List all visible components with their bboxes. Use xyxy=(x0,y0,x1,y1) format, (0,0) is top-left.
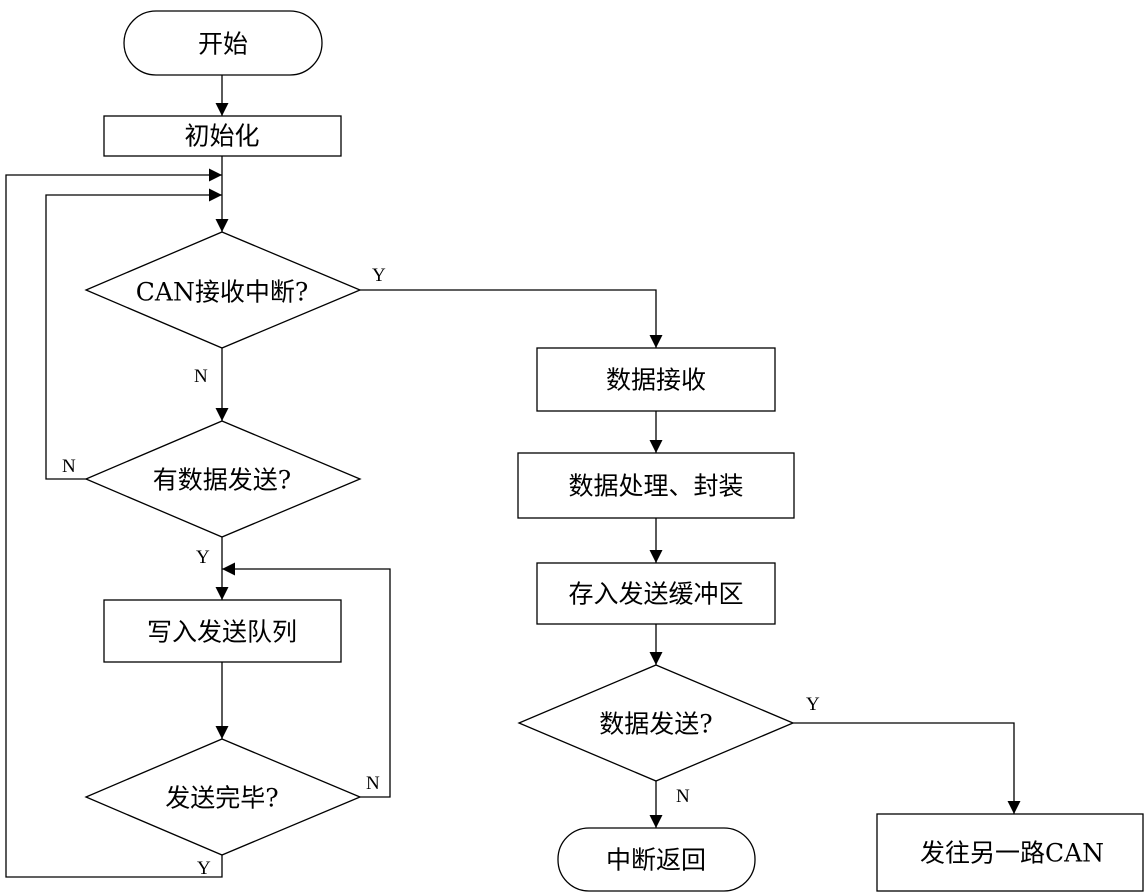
edge-send-check-yes xyxy=(793,722,1021,814)
has-data-label: 有数据发送? xyxy=(153,466,291,495)
data-send-label: 数据发送? xyxy=(599,710,712,739)
edge-send-done-yes-loop xyxy=(5,168,223,878)
store-buffer-box: 存入发送缓冲区 xyxy=(536,562,776,625)
send-done-no-label: N xyxy=(366,773,380,794)
return-terminal: 中断返回 xyxy=(557,827,756,892)
data-send-yes-label: Y xyxy=(806,694,820,715)
data-send-decision: 数据发送? xyxy=(517,664,795,782)
has-data-no-label: N xyxy=(62,456,76,477)
data-rx-box: 数据接收 xyxy=(536,347,776,412)
can-rx-label: CAN接收中断? xyxy=(136,278,308,307)
can-rx-decision: CAN接收中断? xyxy=(84,231,362,349)
can-rx-yes-label: Y xyxy=(372,265,386,286)
can-rx-no-label: N xyxy=(194,366,208,387)
start-label: 开始 xyxy=(198,30,248,59)
process-pack-box: 数据处理、封装 xyxy=(517,452,795,519)
write-queue-label: 写入发送队列 xyxy=(147,618,297,647)
init-label: 初始化 xyxy=(184,122,259,151)
has-data-yes-label: Y xyxy=(196,547,210,568)
send-done-label: 发送完毕? xyxy=(165,784,278,813)
data-rx-label: 数据接收 xyxy=(606,366,706,395)
send-other-can-label: 发往另一路CAN xyxy=(920,839,1104,868)
init-box: 初始化 xyxy=(103,115,342,157)
send-done-yes-label: Y xyxy=(197,858,211,879)
send-other-can-box: 发往另一路CAN xyxy=(876,813,1144,892)
return-label: 中断返回 xyxy=(606,846,706,875)
process-pack-label: 数据处理、封装 xyxy=(568,472,743,501)
edge-can-check-yes xyxy=(360,289,663,348)
write-queue-box: 写入发送队列 xyxy=(103,599,342,663)
has-data-decision: 有数据发送? xyxy=(84,420,362,538)
start-terminal: 开始 xyxy=(123,10,323,76)
edge-send-done-no-loop xyxy=(222,562,391,798)
data-send-no-label: N xyxy=(676,786,690,807)
store-buffer-label: 存入发送缓冲区 xyxy=(568,580,743,609)
send-done-decision: 发送完毕? xyxy=(84,738,362,856)
edge-has-data-no-loop xyxy=(45,188,222,480)
